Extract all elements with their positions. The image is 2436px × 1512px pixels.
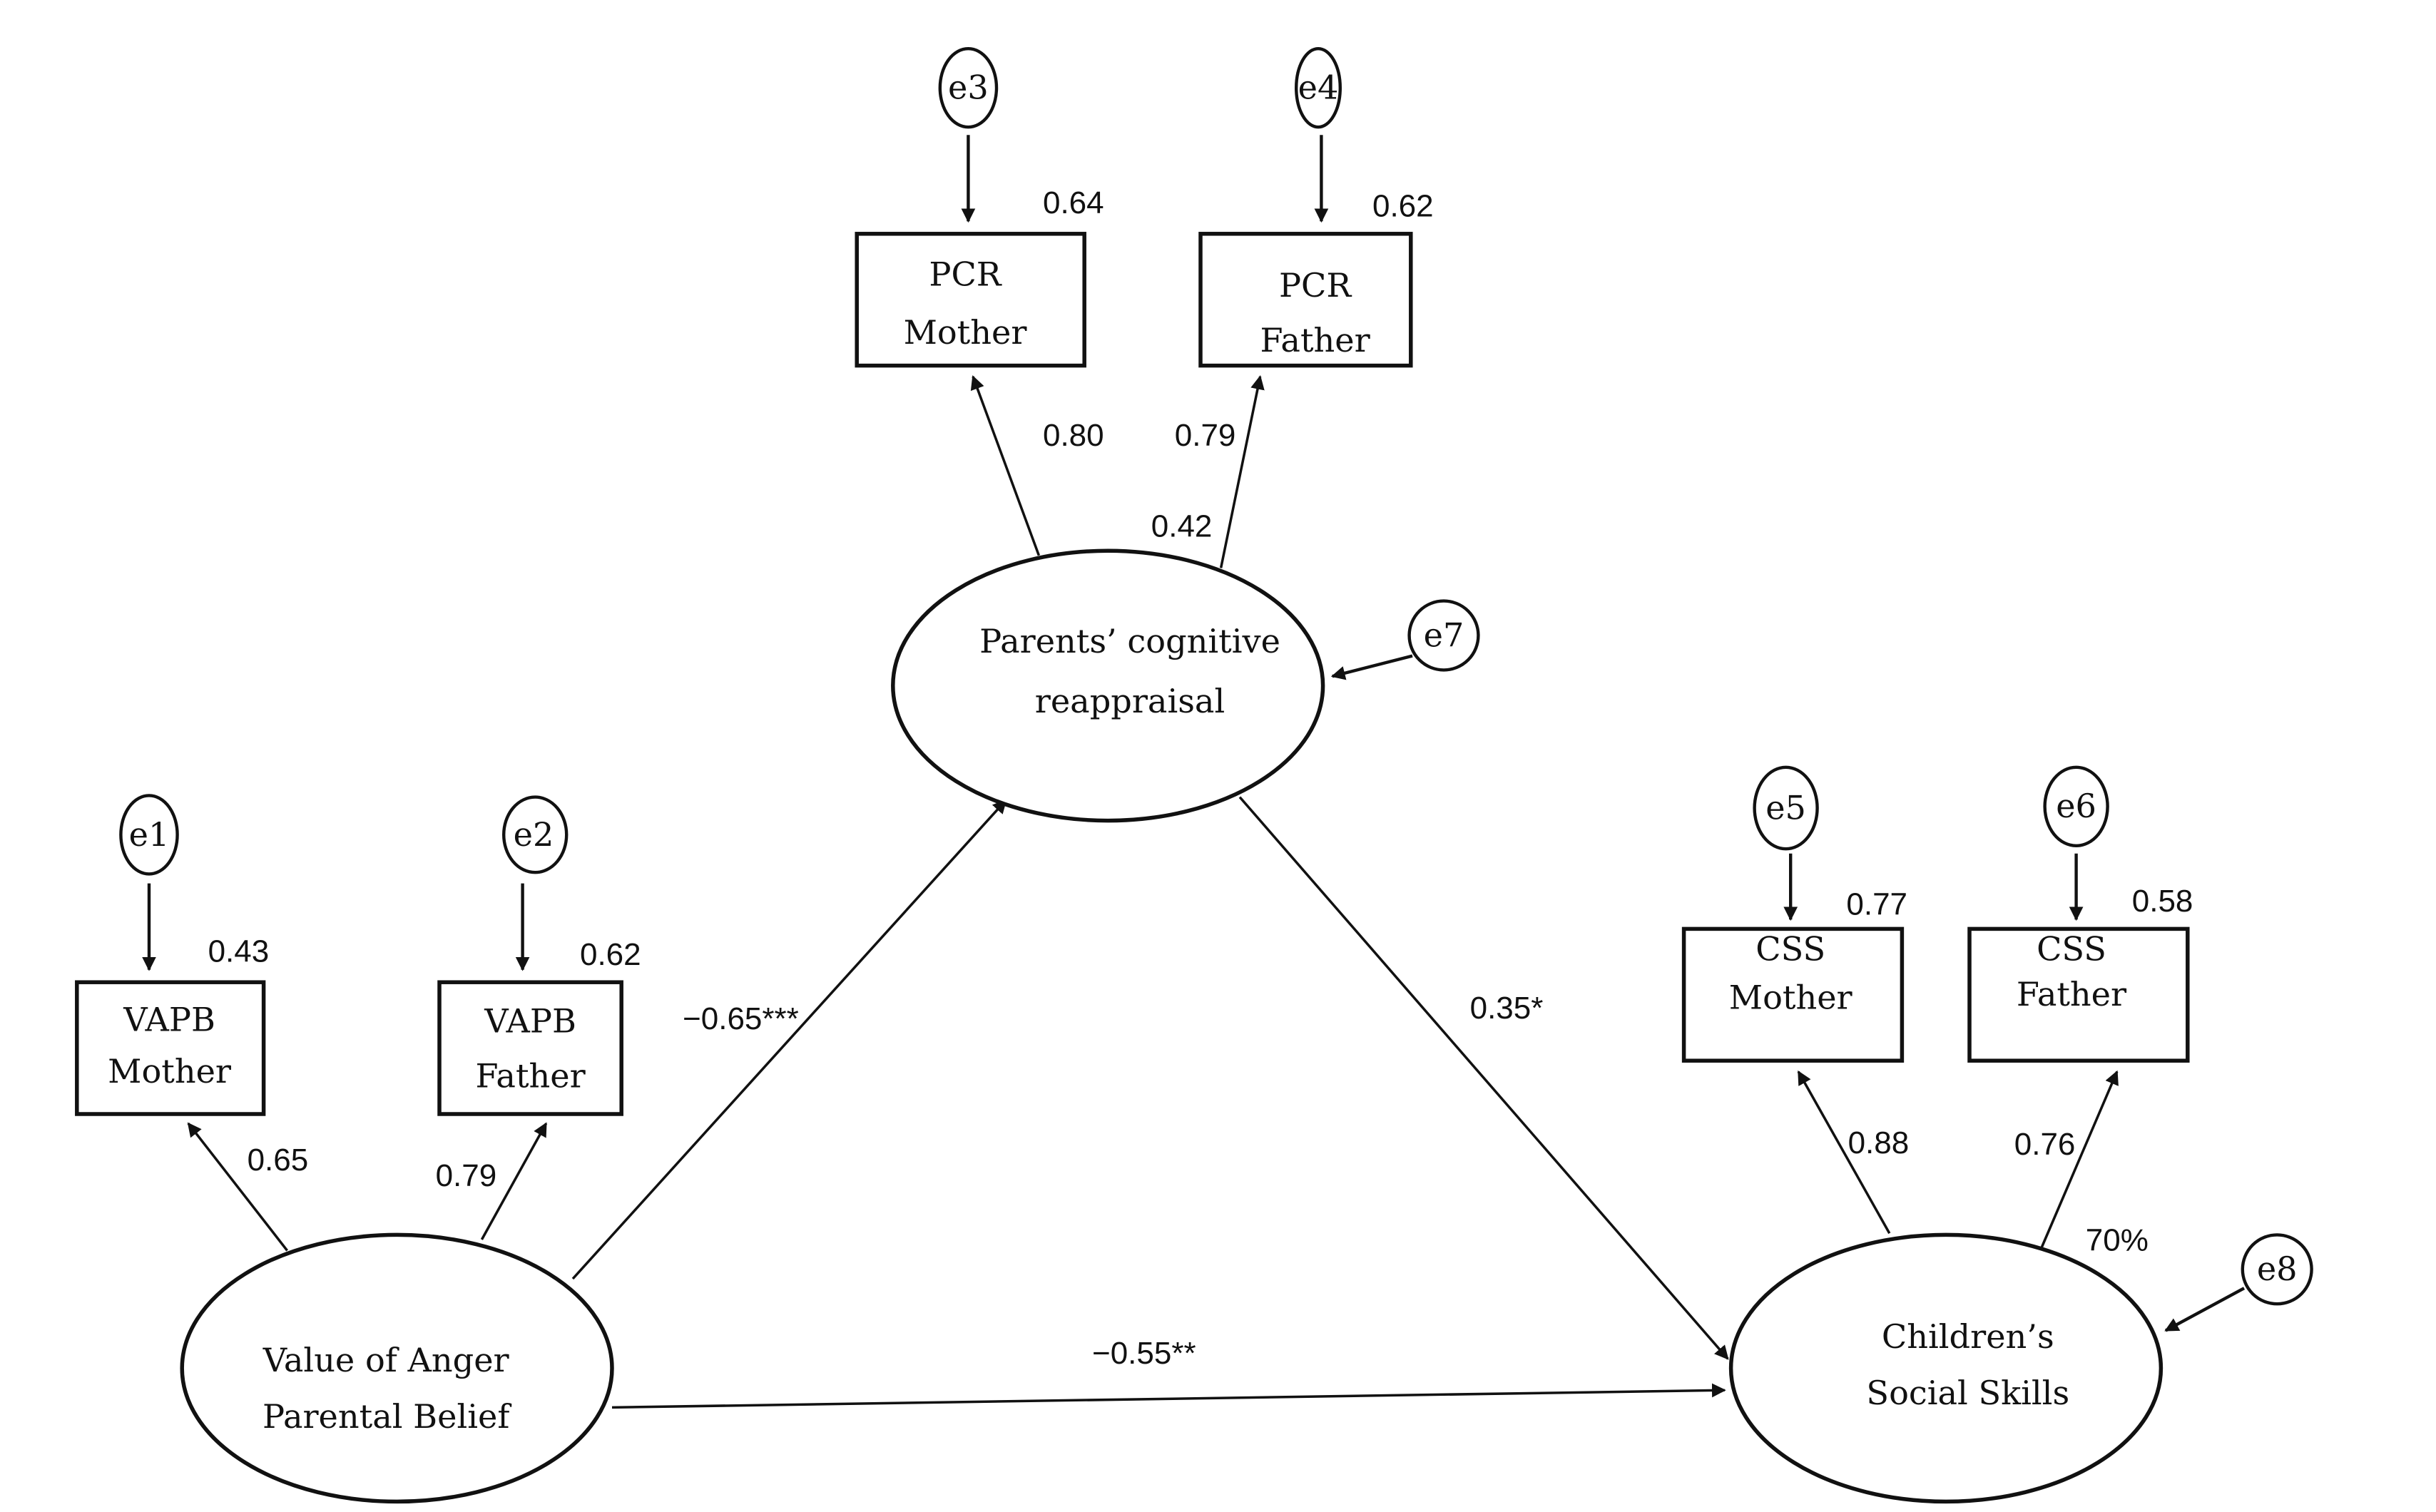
error-e6-label: e6 [2056, 787, 2096, 825]
vapb-mother-line1: VAPB [123, 1000, 215, 1038]
error-e5: e5 [1753, 765, 1819, 851]
box-pcr-mother: PCR Mother [855, 232, 1086, 368]
box-css-mother: CSS Mother [1681, 926, 1905, 1063]
error-e7-label: e7 [1424, 615, 1464, 654]
r2-pcr-father: 0.62 [1372, 189, 1434, 224]
latent-css-line1: Children’s [1882, 1317, 2054, 1356]
path-pcr-to-css [1238, 796, 1729, 1360]
arrow-pcr-to-pcr-mother [970, 375, 1041, 556]
box-css-father: CSS Father [1967, 926, 2190, 1063]
arrow-css-to-css-mother [1797, 1070, 1891, 1235]
coef-vapb-to-css: −0.55** [1092, 1336, 1196, 1371]
vapb-mother-line2: Mother [108, 1052, 232, 1090]
css-mother-line2: Mother [1729, 979, 1853, 1017]
r2-pcr-latent: 0.42 [1151, 509, 1213, 543]
r2-css-latent: 70% [2086, 1222, 2149, 1257]
error-e8-label: e8 [2257, 1250, 2298, 1288]
coef-pcr-to-css: 0.35* [1470, 991, 1544, 1026]
r2-pcr-mother: 0.64 [1043, 185, 1104, 220]
box-vapb-father: VAPB Father [437, 980, 623, 1116]
latent-vapb: Value of Anger Parental Belief [180, 1232, 614, 1504]
latent-css: Children’s Social Skills [1728, 1232, 2164, 1504]
box-vapb-mother: VAPB Mother [75, 980, 266, 1116]
loading-pcr-mother: 0.80 [1043, 418, 1104, 453]
vapb-father-line2: Father [476, 1057, 586, 1095]
css-father-line1: CSS [2037, 929, 2106, 968]
r2-vapb-mother: 0.43 [208, 934, 270, 969]
arrow-e7-to-pcr [1330, 654, 1413, 680]
error-e2: e2 [502, 795, 569, 874]
error-e4: e4 [1295, 47, 1342, 129]
error-e3-label: e3 [948, 68, 989, 107]
loading-css-mother: 0.88 [1848, 1125, 1910, 1160]
pcr-father-line1: PCR [1279, 266, 1352, 305]
loading-css-father: 0.76 [2014, 1127, 2076, 1162]
error-e1: e1 [119, 794, 179, 876]
latent-vapb-line2: Parental Belief [263, 1397, 511, 1436]
error-e6: e6 [2043, 765, 2109, 848]
latent-vapb-line1: Value of Anger [263, 1341, 510, 1379]
error-e1-label: e1 [129, 815, 170, 854]
error-e8: e8 [2241, 1233, 2313, 1306]
latent-pcr-line1: Parents’ cognitive [979, 622, 1280, 660]
latent-pcr-line2: reappraisal [1035, 682, 1225, 720]
coef-vapb-to-pcr: −0.65*** [683, 1001, 799, 1036]
latent-css-line2: Social Skills [1866, 1374, 2069, 1412]
arrow-e8-to-css [2164, 1287, 2246, 1332]
css-mother-line1: CSS [1755, 929, 1825, 968]
arrow-pcr-to-pcr-father [1219, 375, 1265, 568]
arrow-vapb-to-vapb-mother [187, 1122, 288, 1252]
loading-pcr-father: 0.79 [1175, 418, 1236, 453]
arrow-css-to-css-father [2040, 1070, 2119, 1248]
arrow-vapb-to-vapb-father [480, 1122, 548, 1240]
error-e2-label: e2 [514, 815, 554, 854]
error-e4-label: e4 [1298, 68, 1339, 107]
css-father-line2: Father [2017, 975, 2127, 1013]
r2-css-father: 0.58 [2132, 884, 2193, 919]
loading-vapb-father: 0.79 [436, 1158, 497, 1193]
r2-vapb-father: 0.62 [580, 937, 641, 972]
vapb-father-line1: VAPB [484, 1002, 576, 1041]
loading-vapb-mother: 0.65 [248, 1143, 309, 1178]
error-e3: e3 [938, 47, 999, 129]
error-e7: e7 [1407, 599, 1480, 672]
r2-css-mother: 0.77 [1846, 887, 1907, 922]
pcr-mother-line2: Mother [904, 313, 1028, 352]
error-e5-label: e5 [1765, 788, 1806, 827]
path-vapb-to-pcr [571, 799, 1007, 1280]
pcr-mother-line1: PCR [929, 255, 1002, 293]
pcr-father-line2: Father [1260, 321, 1371, 359]
box-pcr-father: PCR Father [1198, 232, 1413, 368]
path-vapb-to-css [611, 1383, 1726, 1409]
latent-pcr: Parents’ cognitive reappraisal [891, 548, 1325, 823]
